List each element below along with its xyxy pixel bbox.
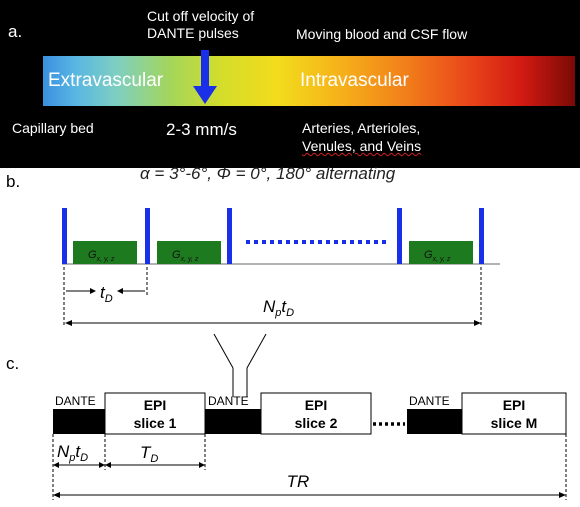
epi-3-line1: EPI — [503, 397, 526, 413]
dante-block-2 — [205, 409, 261, 434]
tr-label: TR — [287, 472, 310, 491]
rf-pulse-3 — [227, 208, 232, 264]
rf-pulse-4 — [397, 208, 402, 264]
td-label: tD — [100, 283, 113, 305]
td-label-c: TD — [140, 443, 158, 465]
gradient-block-1 — [73, 241, 137, 264]
epi-2-line2: slice 2 — [295, 415, 338, 431]
imaging-sequence: DANTE DANTE DANTE EPI slice 1 EPI slice … — [52, 333, 567, 500]
epi-1-line1: EPI — [144, 397, 167, 413]
gradient-label-3: Gx, y, z — [424, 249, 451, 263]
epi-block-1 — [104, 392, 206, 435]
panel-b-label: b. — [6, 172, 21, 191]
vessels-line1: Arteries, Arterioles, — [302, 120, 421, 136]
panel-a-velocity-spectrum: a. Cut off velocity of DANTE pulses Movi… — [0, 0, 580, 168]
cutoff-velocity-title: Cut off velocity of DANTE pulses — [147, 8, 287, 42]
vessels-line2: Venules, and Veins — [302, 138, 422, 154]
velocity-label: 2-3 mm/s — [166, 120, 237, 139]
panel-a-label: a. — [8, 22, 23, 41]
panel-c-label: c. — [6, 354, 20, 373]
velocity-gradient-bar — [43, 56, 575, 106]
epi-2-line1: EPI — [305, 397, 328, 413]
gradient-label-1: Gx, y, z — [88, 249, 115, 263]
cutoff-title-line1: Cut off velocity of — [147, 8, 255, 24]
dante-block-3 — [407, 409, 462, 434]
gradient-block-3 — [409, 241, 473, 264]
epi-3-line2: slice M — [491, 415, 538, 431]
gradient-label-2: Gx, y, z — [172, 249, 199, 263]
flip-angle-params: α = 3°-6°, Φ = 0°, 180° alternating — [140, 164, 396, 183]
np-td-label: NptD — [263, 297, 294, 319]
epi-block-2 — [260, 392, 372, 435]
dante-pulse-train: Gx, y, z Gx, y, z Gx, y, z tD NptD — [62, 208, 500, 327]
dante-label-2: DANTE — [208, 394, 249, 408]
extravascular-label: Extravascular — [48, 70, 164, 91]
capillary-bed-label: Capillary bed — [12, 120, 94, 136]
rf-pulse-5 — [479, 208, 484, 264]
intravascular-label: Intravascular — [300, 70, 409, 91]
dante-block-1 — [53, 409, 105, 434]
cutoff-title-line2: DANTE pulses — [147, 25, 239, 41]
epi-block-3 — [461, 392, 567, 435]
vessels-label: Arteries, Arterioles, Venules, and Veins — [302, 119, 421, 155]
cutoff-arrow-icon — [193, 50, 217, 104]
np-td-label-c: NptD — [57, 442, 88, 464]
rf-pulse-1 — [62, 208, 67, 264]
epi-1-line2: slice 1 — [134, 415, 177, 431]
gradient-block-2 — [157, 241, 221, 264]
rf-pulse-2 — [145, 208, 150, 264]
dante-label-1: DANTE — [55, 394, 96, 408]
flow-title: Moving blood and CSF flow — [296, 26, 468, 42]
dante-label-3: DANTE — [409, 394, 450, 408]
